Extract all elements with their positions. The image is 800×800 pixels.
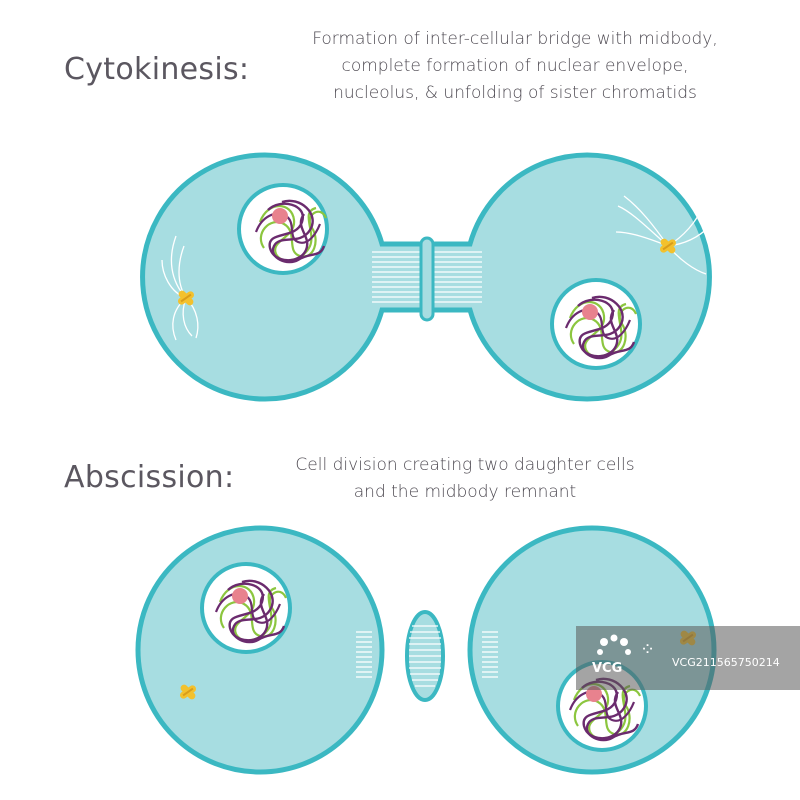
abscission-description-line: and the midbody remnant	[353, 482, 577, 502]
cytokinesis-description-line: nucleolus, & unfolding of sister chromat…	[333, 83, 697, 103]
cytokinesis-description-line: complete formation of nuclear envelope,	[341, 56, 689, 76]
cytokinesis-description: Formation of inter-cellular bridge with …	[260, 26, 770, 107]
bridge-remnant-left	[356, 631, 372, 678]
daughter-cell-left	[135, 525, 385, 775]
midbody-remnant	[405, 610, 445, 702]
cytokinesis-description-line: Formation of inter-cellular bridge with …	[312, 29, 718, 49]
abscission-title: Abscission:	[64, 460, 235, 495]
centrosome-right	[615, 195, 711, 275]
abscission-description: Cell division creating two daughter cell…	[255, 452, 675, 506]
watermark-id: VCG211565750214	[672, 656, 780, 669]
nucleus-left	[237, 183, 329, 275]
abscission-description-line: Cell division creating two daughter cell…	[295, 455, 635, 475]
watermark: VCG ⁘ VCG211565750214	[576, 626, 800, 690]
bridge-remnant-right	[482, 631, 498, 678]
cytokinesis-title: Cytokinesis:	[64, 52, 250, 87]
watermark-logo-icon	[597, 634, 631, 655]
dividing-cell	[140, 152, 712, 402]
watermark-dots-icon: ⁘	[640, 639, 655, 660]
watermark-logo-text: VCG	[592, 661, 622, 676]
nucleus-right	[550, 278, 642, 370]
centrosome-left	[161, 235, 199, 341]
midbody	[419, 236, 435, 322]
